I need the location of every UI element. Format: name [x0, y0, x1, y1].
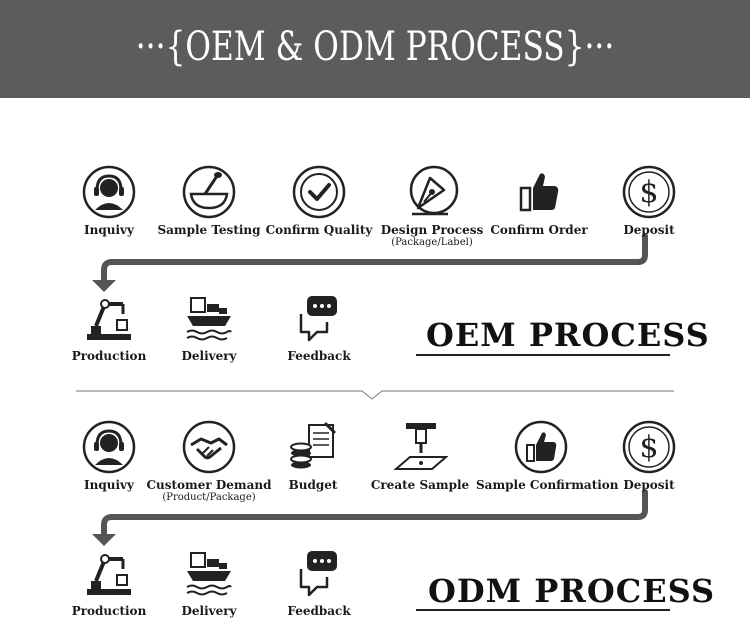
- odm-step-delivery-label: Delivery: [181, 604, 237, 618]
- odm-step-inquiry-label: Inquivy: [84, 478, 134, 492]
- odm-step-sample-confirmation-label: Sample Confirmation: [476, 478, 619, 492]
- thumbs-up-icon: [519, 173, 559, 212]
- ship-icon: [186, 297, 232, 341]
- page-title: ···{OEM & ODM PROCESS}···: [135, 24, 615, 70]
- oem-process-title: OEM PROCESS: [426, 316, 710, 354]
- dispenser-icon: [393, 423, 448, 470]
- header-banner: ···{OEM & ODM PROCESS}···: [0, 0, 750, 98]
- odm-step-feedback-label: Feedback: [287, 604, 351, 618]
- coins-document-icon: [290, 421, 337, 469]
- bowl-spoon-icon: [182, 165, 236, 219]
- ship-icon: [186, 552, 232, 596]
- oem-step-deposit: $ Deposit: [584, 164, 714, 237]
- oem-step-confirm-order: Confirm Order: [474, 164, 604, 237]
- odm-step-budget: Budget: [248, 419, 378, 492]
- odm-title-underline: [416, 609, 670, 611]
- oem-step-inquiry: Inquivy: [44, 164, 174, 237]
- odm-process-title: ODM PROCESS: [428, 572, 716, 610]
- odm-step-create-sample: Create Sample: [355, 419, 485, 492]
- oem-step-inquiry-label: Inquivy: [84, 223, 134, 237]
- oem-step-deposit-label: Deposit: [623, 223, 675, 237]
- oem-step-sample-testing: Sample Testing: [144, 164, 274, 237]
- oem-step-confirm-quality: Confirm Quality: [254, 164, 384, 237]
- odm-step-create-sample-label: Create Sample: [370, 478, 470, 492]
- oem-step-feedback: Feedback: [254, 290, 384, 363]
- oem-step-confirm-order-label: Confirm Order: [490, 223, 588, 237]
- chat-bubble-icon: [299, 296, 337, 342]
- odm-step-budget-label: Budget: [288, 478, 338, 492]
- oem-step-design-process: Design Process (Package/Label): [367, 164, 497, 248]
- svg-text:$: $: [639, 430, 658, 465]
- oem-step-design-process-sublabel: (Package/Label): [391, 237, 473, 248]
- headset-icon: [82, 420, 136, 474]
- oem-step-design-process-label: Design Process: [380, 223, 484, 237]
- headset-icon: [82, 165, 136, 219]
- oem-step-feedback-label: Feedback: [287, 349, 351, 363]
- odm-step-deposit: $ Deposit: [584, 419, 714, 492]
- robot-arm-icon: [87, 299, 131, 340]
- oem-step-sample-testing-label: Sample Testing: [157, 223, 261, 237]
- svg-text:$: $: [639, 175, 658, 210]
- handshake-icon: [182, 420, 236, 474]
- thumbs-up-icon: [514, 420, 568, 474]
- odm-step-customer-demand-sublabel: (Product/Package): [162, 492, 256, 503]
- dollar-icon: $: [622, 420, 676, 474]
- odm-step-delivery: Delivery: [144, 545, 274, 618]
- odm-step-production-label: Production: [71, 604, 147, 618]
- pen-nib-icon: [409, 165, 459, 216]
- odm-step-sample-confirmation: Sample Confirmation: [476, 419, 619, 492]
- odm-step-customer-demand: Customer Demand (Product/Package): [144, 419, 274, 503]
- oem-step-production-label: Production: [71, 349, 147, 363]
- odm-step-customer-demand-label: Customer Demand: [146, 478, 272, 492]
- odm-step-production: Production: [44, 545, 174, 618]
- chat-bubble-icon: [299, 551, 337, 597]
- oem-step-confirm-quality-label: Confirm Quality: [265, 223, 373, 237]
- dollar-icon: $: [622, 165, 676, 219]
- odm-step-feedback: Feedback: [254, 545, 384, 618]
- checkmark-icon: [292, 165, 346, 219]
- odm-step-inquiry: Inquivy: [44, 419, 174, 492]
- oem-step-delivery: Delivery: [144, 290, 274, 363]
- robot-arm-icon: [87, 554, 131, 595]
- oem-title-underline: [416, 354, 670, 356]
- odm-step-deposit-label: Deposit: [623, 478, 675, 492]
- oem-step-production: Production: [44, 290, 174, 363]
- oem-step-delivery-label: Delivery: [181, 349, 237, 363]
